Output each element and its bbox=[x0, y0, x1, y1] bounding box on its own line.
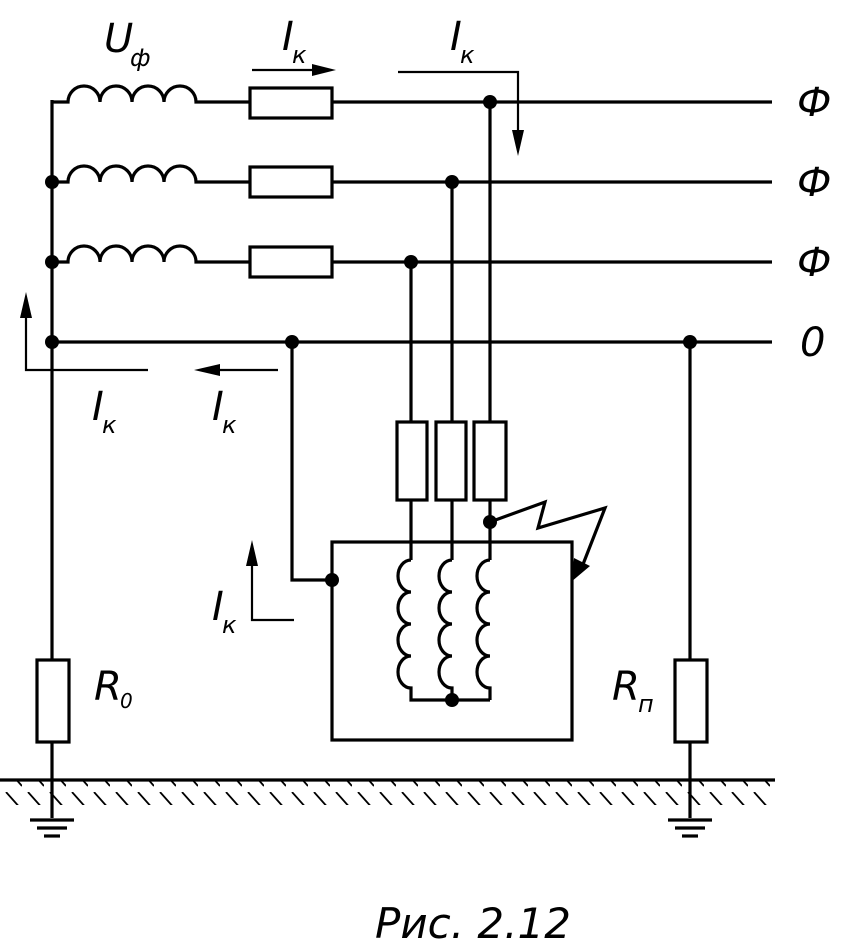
phase-lines bbox=[332, 100, 772, 264]
current-arrows bbox=[20, 64, 524, 622]
source-ground-resistor-subscript: 0 bbox=[120, 689, 133, 713]
repeat-ground-resistor-subscript: п bbox=[638, 690, 654, 718]
short-circuit-to-frame bbox=[489, 499, 608, 582]
fault-current-subscript-4: к bbox=[222, 411, 237, 439]
fault-current-subscript-3: к bbox=[102, 411, 117, 439]
phase-line-label-2: Ф bbox=[797, 160, 831, 206]
fault-current-label-4: I bbox=[212, 384, 224, 430]
line-fuses bbox=[248, 86, 334, 279]
load-windings bbox=[396, 558, 492, 702]
neutral-line-label: 0 bbox=[800, 320, 825, 366]
fault-current-label-3: I bbox=[92, 384, 104, 430]
phase-line-label-3: Ф bbox=[797, 240, 831, 286]
load-feed-wires bbox=[409, 102, 492, 560]
fault-current-subscript-1: к bbox=[292, 41, 307, 69]
repeat-ground-resistor-label: R bbox=[612, 664, 640, 710]
equipment-enclosure bbox=[330, 540, 574, 742]
fault-current-label-5: I bbox=[212, 584, 224, 630]
load-fuses bbox=[395, 420, 508, 502]
fault-current-label-1: I bbox=[282, 14, 294, 60]
fault-current-subscript-2: к bbox=[460, 41, 475, 69]
fault-current-subscript-5: к bbox=[222, 611, 237, 639]
phase-line-label-1: Ф bbox=[797, 80, 831, 126]
earth-surface bbox=[0, 778, 775, 805]
junction-dots bbox=[45, 95, 697, 707]
source-voltage-subscript: ф bbox=[130, 44, 151, 72]
grounding-resistors bbox=[35, 658, 709, 744]
source-ground-resistor-label: R bbox=[94, 664, 122, 710]
source-voltage-label: U bbox=[104, 16, 133, 62]
ground-symbols bbox=[30, 818, 712, 838]
source-windings bbox=[52, 84, 250, 264]
protective-conductor bbox=[290, 342, 332, 582]
figure-caption: Рис. 2.12 bbox=[375, 899, 571, 945]
fault-current-label-2: I bbox=[450, 14, 462, 60]
